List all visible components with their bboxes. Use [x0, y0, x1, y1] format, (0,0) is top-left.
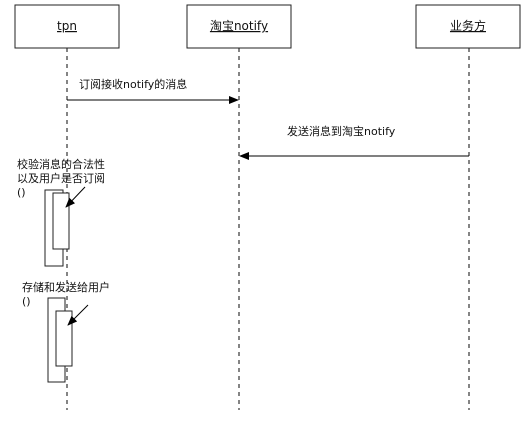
self-call-label-line: 以及用户是否订阅 — [17, 171, 105, 185]
participant-tpn: tpn — [14, 4, 120, 49]
inner-activation-bar — [55, 310, 73, 367]
participant-taobao-notify: 淘宝notify — [186, 4, 292, 49]
self-call-label-line: 校验消息的合法性 — [17, 157, 105, 171]
message-subscribe: 订阅接收notify的消息 — [67, 77, 239, 104]
self-call-arrow — [67, 304, 89, 326]
self-call-label-line: 存储和发送给用户 — [22, 280, 110, 294]
self-call-label-line: () — [22, 295, 31, 308]
self-call-store-send: 存储和发送给用户 () — [22, 280, 110, 383]
message-label: 发送消息到淘宝notify — [287, 124, 396, 138]
participant-label: tpn — [57, 19, 77, 33]
self-call-validate: 校验消息的合法性 以及用户是否订阅 () — [17, 157, 105, 267]
participant-business: 业务方 — [415, 4, 521, 49]
inner-activation-bar — [52, 192, 70, 250]
message-label: 订阅接收notify的消息 — [79, 77, 187, 91]
participant-label: 业务方 — [450, 18, 486, 33]
self-call-label-line: () — [17, 186, 26, 199]
message-send: 发送消息到淘宝notify — [239, 124, 469, 160]
participant-label: 淘宝notify — [210, 19, 268, 33]
self-call-arrow — [65, 186, 86, 208]
